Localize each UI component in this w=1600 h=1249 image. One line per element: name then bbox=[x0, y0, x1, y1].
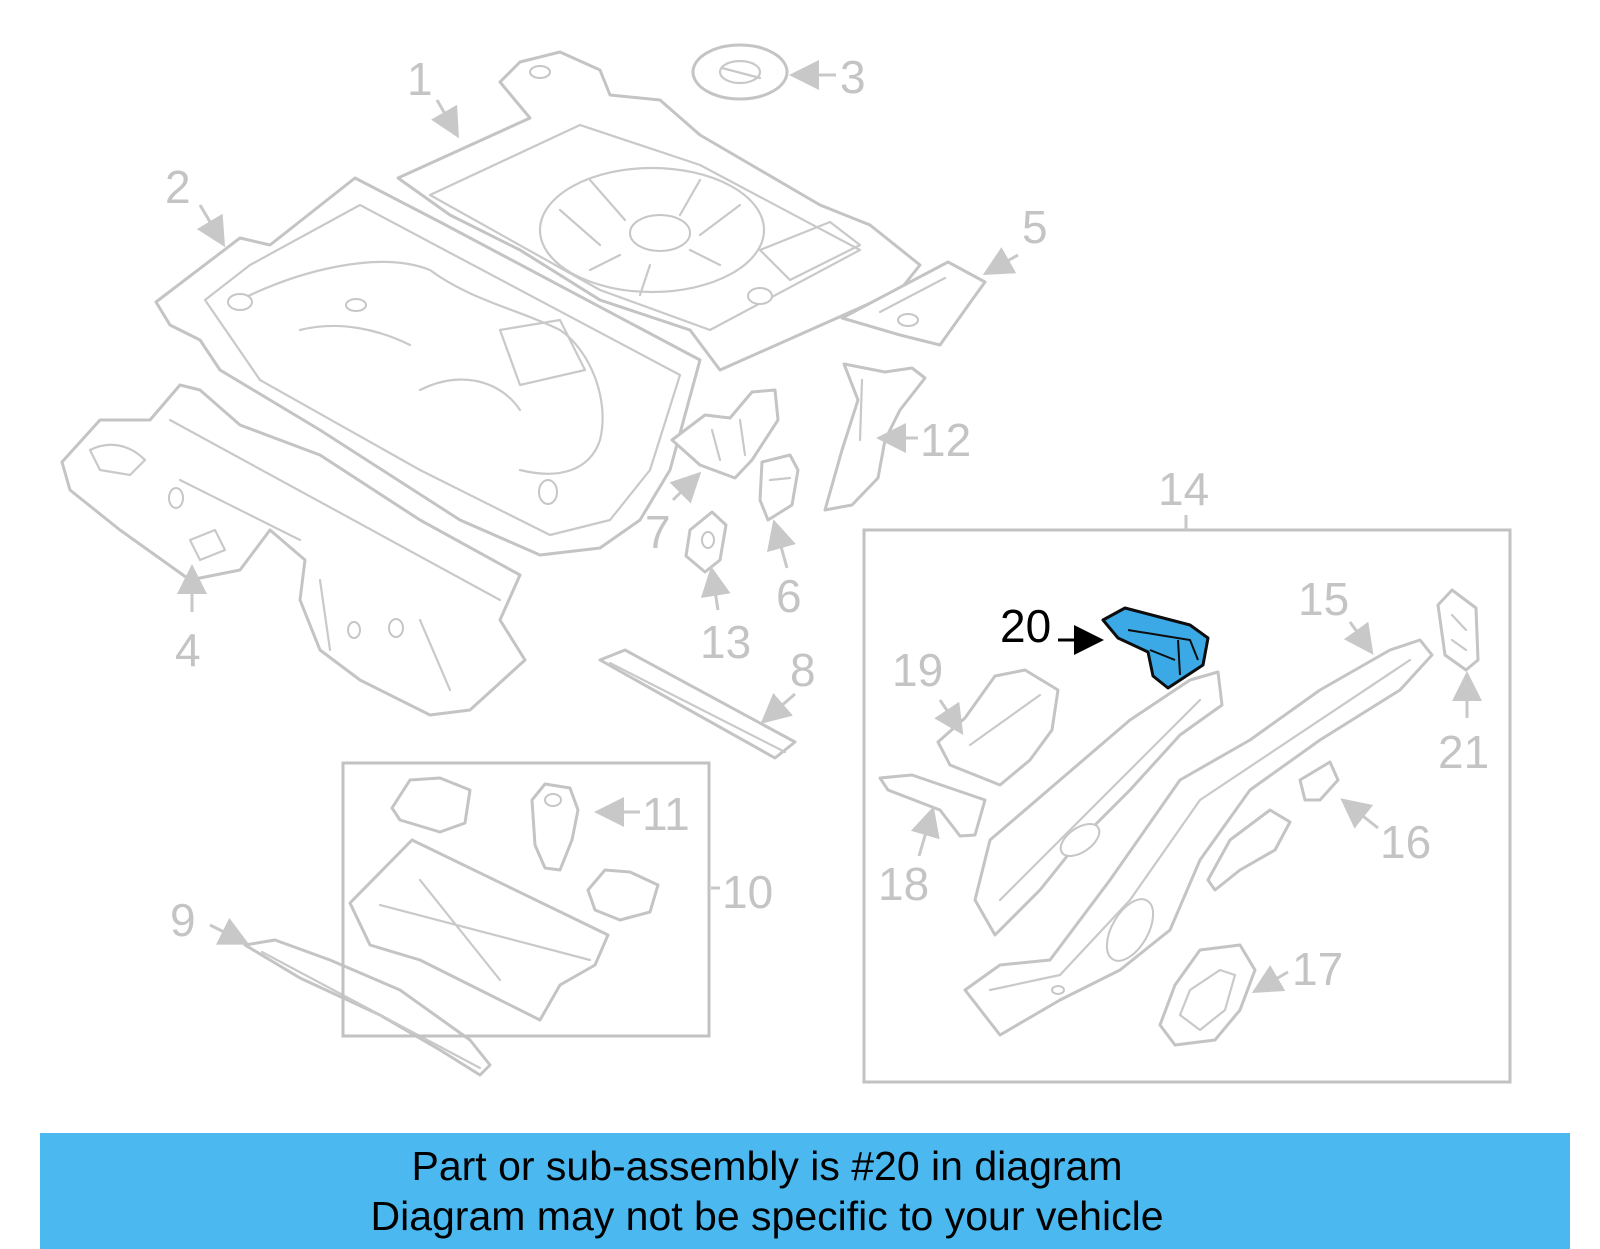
part-15-rail bbox=[963, 638, 1434, 1037]
part-16-bracket bbox=[1206, 760, 1340, 892]
callout-11: 11 bbox=[642, 788, 690, 840]
part-11-bracket bbox=[530, 782, 580, 872]
caption-line-2: Diagram may not be specific to your vehi… bbox=[370, 1193, 1164, 1239]
part-19-bracket bbox=[936, 668, 1060, 787]
part-10-assembly bbox=[348, 776, 660, 1022]
callout-15: 15 bbox=[1298, 573, 1349, 625]
callout-18: 18 bbox=[878, 858, 929, 910]
part-3-plug bbox=[691, 43, 789, 101]
callout-19: 19 bbox=[892, 644, 943, 696]
callout-5: 5 bbox=[1022, 201, 1048, 253]
caption-banner: Part or sub-assembly is #20 in diagram D… bbox=[40, 1133, 1570, 1249]
callout-13: 13 bbox=[700, 616, 751, 668]
callout-4: 4 bbox=[175, 624, 201, 676]
callout-10: 10 bbox=[722, 866, 773, 918]
callout-6: 6 bbox=[776, 570, 802, 622]
callout-9: 9 bbox=[170, 894, 196, 946]
part-20-highlighted bbox=[1101, 606, 1210, 690]
part-8-crossmember bbox=[598, 648, 797, 760]
part-9-rail bbox=[243, 938, 492, 1077]
part-7-bracket bbox=[670, 388, 780, 480]
callout-21: 21 bbox=[1438, 726, 1489, 778]
part-4-front-floor-panel bbox=[60, 383, 527, 717]
part-17-panel bbox=[1158, 943, 1257, 1047]
part-5-bracket bbox=[840, 260, 987, 347]
callout-3: 3 bbox=[840, 51, 866, 103]
leader-lines bbox=[177, 60, 1482, 994]
sub-assembly-frame-10 bbox=[341, 761, 711, 1038]
callout-12: 12 bbox=[920, 414, 971, 466]
part-1-rear-floor-pan bbox=[396, 50, 922, 372]
callout-1: 1 bbox=[407, 53, 433, 105]
callout-2: 2 bbox=[165, 161, 191, 213]
caption-line-1: Part or sub-assembly is #20 in diagram bbox=[411, 1143, 1123, 1189]
callout-14: 14 bbox=[1158, 463, 1209, 515]
part-13-bracket bbox=[684, 510, 728, 574]
part-22-inner-rail bbox=[973, 670, 1224, 937]
callout-8: 8 bbox=[790, 644, 816, 696]
callout-labels: 1 2 3 4 5 6 7 8 9 10 11 12 13 14 15 16 1… bbox=[165, 51, 1489, 995]
part-21-bracket bbox=[1436, 588, 1480, 672]
callout-16: 16 bbox=[1380, 816, 1431, 868]
part-6-bracket bbox=[758, 453, 800, 522]
part-2-center-floor-pan bbox=[154, 176, 702, 557]
callout-20: 20 bbox=[1000, 600, 1051, 652]
callout-17: 17 bbox=[1292, 943, 1343, 995]
part-18-bracket bbox=[878, 773, 987, 838]
callout-7: 7 bbox=[645, 506, 671, 558]
part-12-pillar bbox=[823, 362, 927, 512]
